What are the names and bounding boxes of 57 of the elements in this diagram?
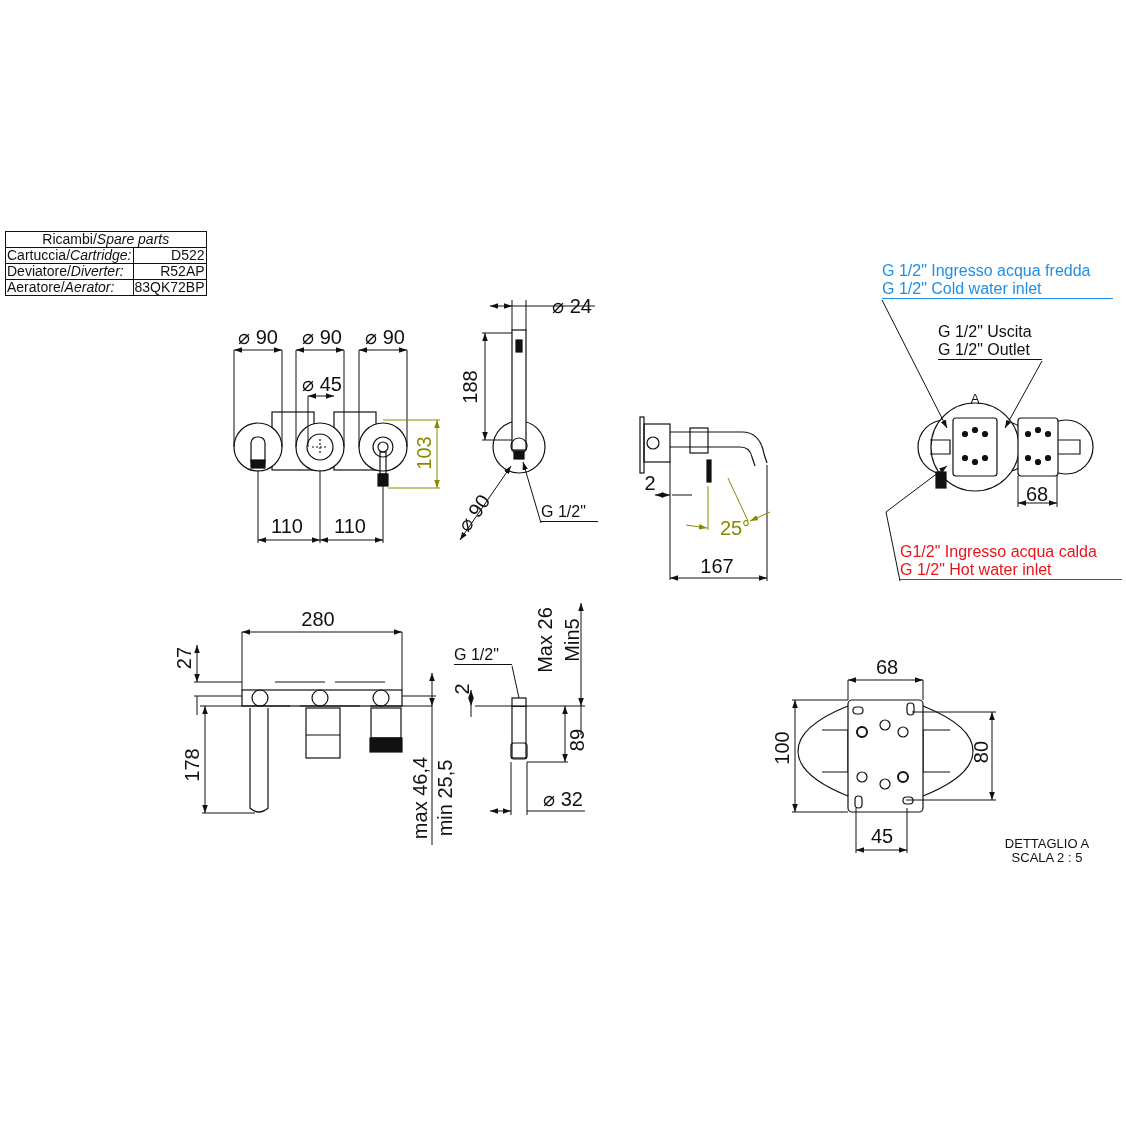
callout-text: G 1/2": [454, 646, 500, 664]
dimension-value: ⌀ 45: [302, 374, 342, 394]
dimension-value: ⌀ 24: [552, 296, 592, 316]
dimension-value: Min5: [562, 618, 582, 662]
dimension-value: 280: [301, 609, 335, 629]
dimension-value: 2: [644, 473, 656, 493]
callout-text: G 1/2" Hot water inlet: [900, 561, 1053, 579]
view-marker: A: [970, 391, 980, 405]
dimension-value: max 46,4: [410, 756, 430, 840]
dimension-value: 68: [875, 657, 899, 677]
dimension-value: ⌀ 90: [454, 490, 494, 536]
dimension-value: ⌀ 32: [543, 789, 583, 809]
dimension-value: 25°: [719, 518, 751, 538]
dimension-value: 110: [334, 516, 366, 536]
dimension-value: 110: [271, 516, 303, 536]
dimension-value: ⌀ 90: [365, 327, 405, 347]
dimension-value: 68: [1025, 484, 1049, 504]
leader-line: [885, 465, 948, 582]
leader-line: [881, 299, 948, 429]
callout-text: G 1/2": [541, 503, 587, 521]
dimension-value: 2: [452, 683, 472, 695]
callout-text: G1/2" Ingresso acqua calda: [900, 543, 1098, 561]
dimension-value: 80: [971, 740, 991, 764]
dimension-value: 45: [870, 826, 894, 846]
table-cell: R52AP: [133, 263, 207, 280]
callout-label: [938, 323, 1042, 360]
table-cell: Deviatore/Diverter:: [5, 263, 133, 280]
dimension-value: 167: [700, 556, 734, 576]
pipe-fitting: [511, 697, 527, 707]
detail-note: SCALA 2 : 5: [1011, 850, 1083, 864]
callout-label: [454, 646, 512, 665]
callout-label: [900, 543, 1122, 580]
callout-label: [541, 503, 598, 522]
dimension-value: min 25,5: [435, 759, 455, 837]
table-cell: 83QK72BP: [133, 279, 207, 296]
dimension-value: ⌀ 90: [302, 327, 342, 347]
callout-text: G 1/2" Ingresso acqua fredda: [882, 262, 1092, 280]
table-cell: Cartuccia/Cartridge:: [5, 247, 133, 264]
callout-text: G 1/2" Uscita: [938, 323, 1033, 341]
detail-note: DETTAGLIO A: [1004, 836, 1090, 850]
dimension-value: Max 26: [535, 607, 555, 673]
table-cell: D522: [133, 247, 207, 264]
dimension-value: 100: [772, 731, 792, 765]
dimension-value: 103: [414, 436, 434, 470]
dimension-value: ⌀ 90: [238, 327, 278, 347]
leader-line: [522, 461, 542, 524]
leader-line: [511, 665, 520, 699]
leader-line: [1004, 360, 1043, 429]
callout-label: [882, 262, 1113, 299]
dimension-value: 178: [182, 748, 202, 782]
dimension-value: 188: [460, 370, 480, 404]
table-cell: Ricambi/Spare parts: [5, 231, 207, 248]
dimension-value: 27: [174, 646, 194, 670]
table-cell: Aeratore/Aerator:: [5, 279, 133, 296]
callout-text: G 1/2" Cold water inlet: [882, 280, 1043, 298]
callout-text: G 1/2" Outlet: [938, 341, 1031, 359]
dimension-value: 89: [567, 728, 587, 752]
